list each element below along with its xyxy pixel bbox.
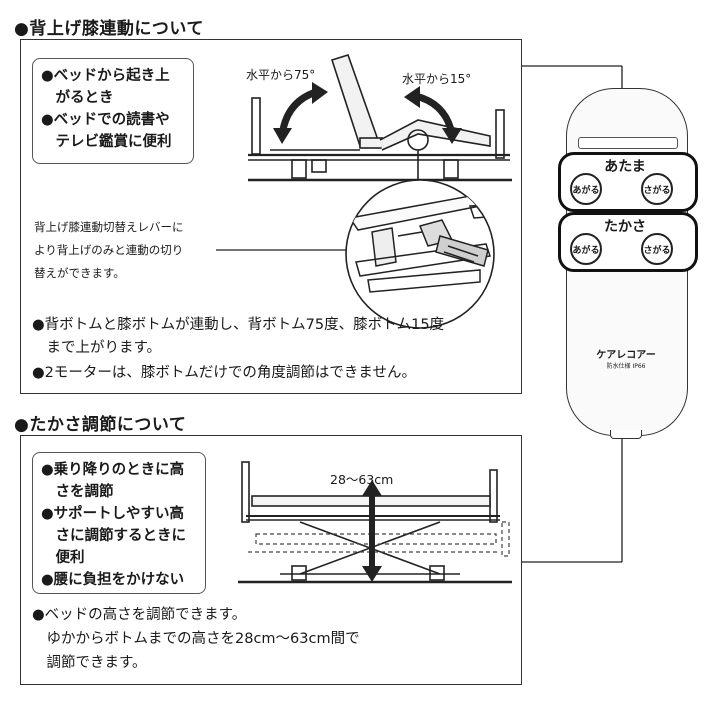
body-line: ●ベッドの高さを調節できます。 bbox=[32, 607, 247, 623]
callout-line: ●サポートしやすい高 bbox=[41, 506, 185, 522]
remote-cable-port bbox=[610, 430, 642, 439]
head-up-button[interactable]: あがる bbox=[570, 173, 602, 205]
angle-label-back: 水平から75° bbox=[246, 68, 316, 82]
section-title-height: ●たかさ調節について bbox=[14, 415, 187, 435]
body-line: ●2モーターは、膝ボトムだけでの角度調節はできません。 bbox=[32, 365, 416, 381]
head-down-button[interactable]: さがる bbox=[641, 173, 673, 205]
angle-label-knee: 水平から15° bbox=[402, 72, 472, 86]
body-line: まで上がります。 bbox=[32, 340, 162, 356]
body-line: ●背ボトムと膝ボトムが連動し、背ボトム75度、膝ボトム15度 bbox=[32, 317, 445, 333]
lever-note-line: 背上げ膝連動切替えレバーに bbox=[34, 220, 184, 234]
remote-group-height-label: たかさ bbox=[604, 219, 646, 235]
body-line: 調節できます。 bbox=[32, 655, 147, 671]
callout-line: ●ベッドでの読書や bbox=[41, 112, 170, 128]
callout-line: さに調節するときに bbox=[41, 528, 186, 544]
callout-back-knee: ●ベッドから起き上 がるとき ●ベッドでの読書や テレビ鑑賞に便利 bbox=[32, 58, 194, 164]
callout-line: ●腰に負担をかけない bbox=[41, 572, 185, 588]
callout-height: ●乗り降りのときに高 さを調節 ●サポートしやすい高 さに調節するときに 便利 … bbox=[32, 452, 206, 594]
height-down-button[interactable]: さがる bbox=[641, 233, 673, 265]
callout-line: がるとき bbox=[41, 90, 114, 106]
body-line: ゆかからボトムまでの高さを28cm～63cm間で bbox=[32, 631, 360, 647]
lever-note-line: 替えができます。 bbox=[34, 266, 125, 280]
remote-brand-sub: 防水仕様 IP66 bbox=[606, 363, 646, 370]
callout-line: テレビ鑑賞に便利 bbox=[41, 134, 172, 150]
section-title-back-knee: ●背上げ膝連動について bbox=[14, 19, 204, 39]
callout-line: ●ベッドから起き上 bbox=[41, 68, 170, 84]
lever-note-line: より背上げのみと連動の切り bbox=[34, 243, 184, 257]
callout-line: 便利 bbox=[41, 550, 85, 566]
height-up-button[interactable]: あがる bbox=[570, 233, 602, 265]
remote-brand: ケアレコアー bbox=[596, 350, 656, 361]
height-range-label: 28～63cm bbox=[330, 472, 394, 487]
remote-display-slot bbox=[578, 137, 678, 149]
callout-line: さを調節 bbox=[41, 484, 114, 500]
callout-line: ●乗り降りのときに高 bbox=[41, 462, 185, 478]
remote-group-head-label: あたま bbox=[604, 159, 646, 175]
